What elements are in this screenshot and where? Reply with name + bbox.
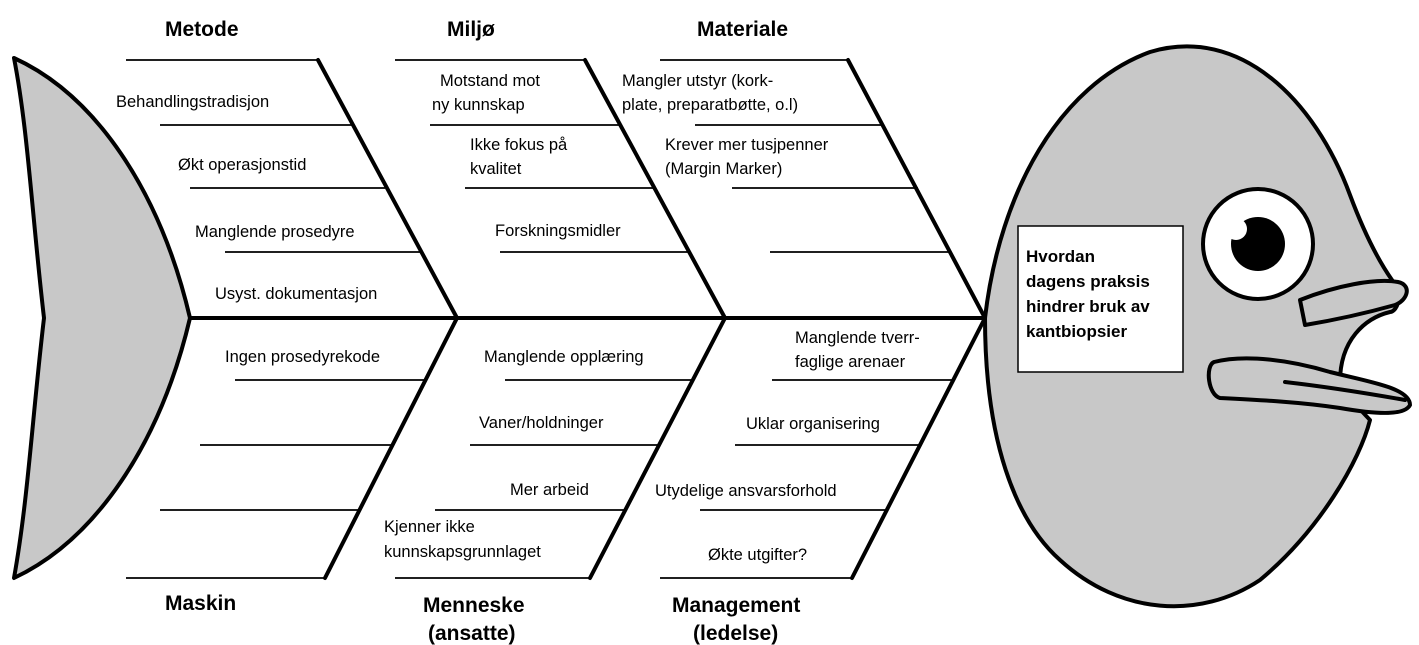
cause-label: Utydelige ansvarsforhold [655, 482, 837, 500]
bone-maskin [323, 316, 459, 580]
cause-label: Manglende tverr- [795, 329, 920, 347]
cause-label: Forskningsmidler [495, 222, 621, 240]
cause-label: faglige arenaer [795, 353, 906, 371]
category-management: Management [672, 594, 800, 617]
category-management-sub: (ledelse) [693, 622, 778, 645]
cause-label: Vaner/holdninger [479, 414, 604, 432]
cause-label: ny kunnskap [432, 96, 525, 114]
cause-label: Uklar organisering [746, 415, 880, 433]
cause-label: kvalitet [470, 160, 522, 178]
fish-eye-highlight [1225, 218, 1247, 240]
bone-menneske [588, 316, 727, 580]
cause-label: Usyst. dokumentasjon [215, 285, 377, 303]
bone-materiale [846, 58, 987, 320]
bone-miljo [583, 58, 727, 320]
cause-label: Motstand mot [440, 72, 540, 90]
problem-text-line: Hvordan [1026, 247, 1095, 266]
fish-tail [12, 56, 192, 580]
category-menneske: Menneske [423, 594, 525, 617]
category-metode: Metode [165, 18, 239, 41]
problem-text-line: kantbiopsier [1026, 322, 1127, 341]
category-menneske-sub: (ansatte) [428, 622, 516, 645]
cause-label: Manglende opplæring [484, 348, 644, 366]
cause-label: Økte utgifter? [708, 546, 807, 564]
cause-label: Kjenner ikke [384, 518, 475, 536]
cause-label: Økt operasjonstid [178, 156, 306, 174]
problem-text-line: dagens praksis [1026, 272, 1150, 291]
fish-upper-lip [1298, 278, 1409, 327]
bone-metode [316, 58, 459, 320]
cause-label: plate, preparatbøtte, o.l) [622, 96, 798, 114]
cause-label: Mer arbeid [510, 481, 589, 499]
category-miljo: Miljø [447, 18, 495, 41]
cause-label: Behandlingstradisjon [116, 93, 269, 111]
fish-mouth-line [1283, 380, 1407, 402]
cause-label: Krever mer tusjpenner [665, 136, 829, 154]
bone-management [850, 316, 987, 580]
problem-box [1017, 225, 1184, 373]
cause-label: (Margin Marker) [665, 160, 782, 178]
cause-label: kunnskapsgrunnlaget [384, 543, 541, 561]
category-maskin: Maskin [165, 592, 236, 615]
category-materiale: Materiale [697, 18, 788, 41]
fish-head [983, 44, 1401, 609]
cause-label: Ingen prosedyrekode [225, 348, 380, 366]
cause-label: Mangler utstyr (kork- [622, 72, 773, 90]
cause-label: Manglende prosedyre [195, 223, 355, 241]
cause-label: Ikke fokus på [470, 136, 568, 154]
problem-text-line: hindrer bruk av [1026, 297, 1150, 316]
